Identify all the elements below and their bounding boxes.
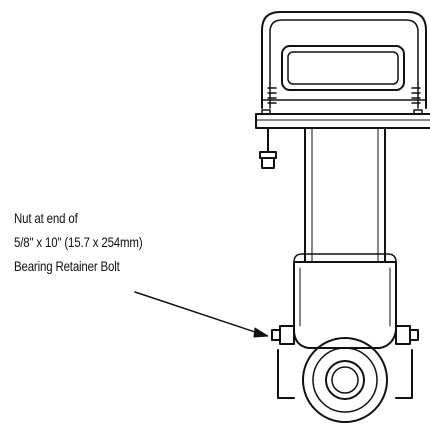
flange-plate bbox=[255, 109, 430, 129]
annotation-line-3: Bearing Retainer Bolt bbox=[14, 258, 120, 274]
hanging-nut bbox=[259, 127, 277, 169]
annotation-line-2: 5/8" x 10" (15.7 x 254mm) bbox=[14, 234, 143, 250]
bearing-housing bbox=[271, 253, 419, 423]
annotation-line-1: Nut at end of bbox=[14, 210, 78, 226]
vertical-column bbox=[304, 127, 386, 263]
leader-arrow bbox=[134, 291, 269, 338]
bolt-annotation: Nut at end of 5/8" x 10" (15.7 x 254mm) … bbox=[14, 206, 162, 278]
top-handle bbox=[261, 11, 427, 109]
